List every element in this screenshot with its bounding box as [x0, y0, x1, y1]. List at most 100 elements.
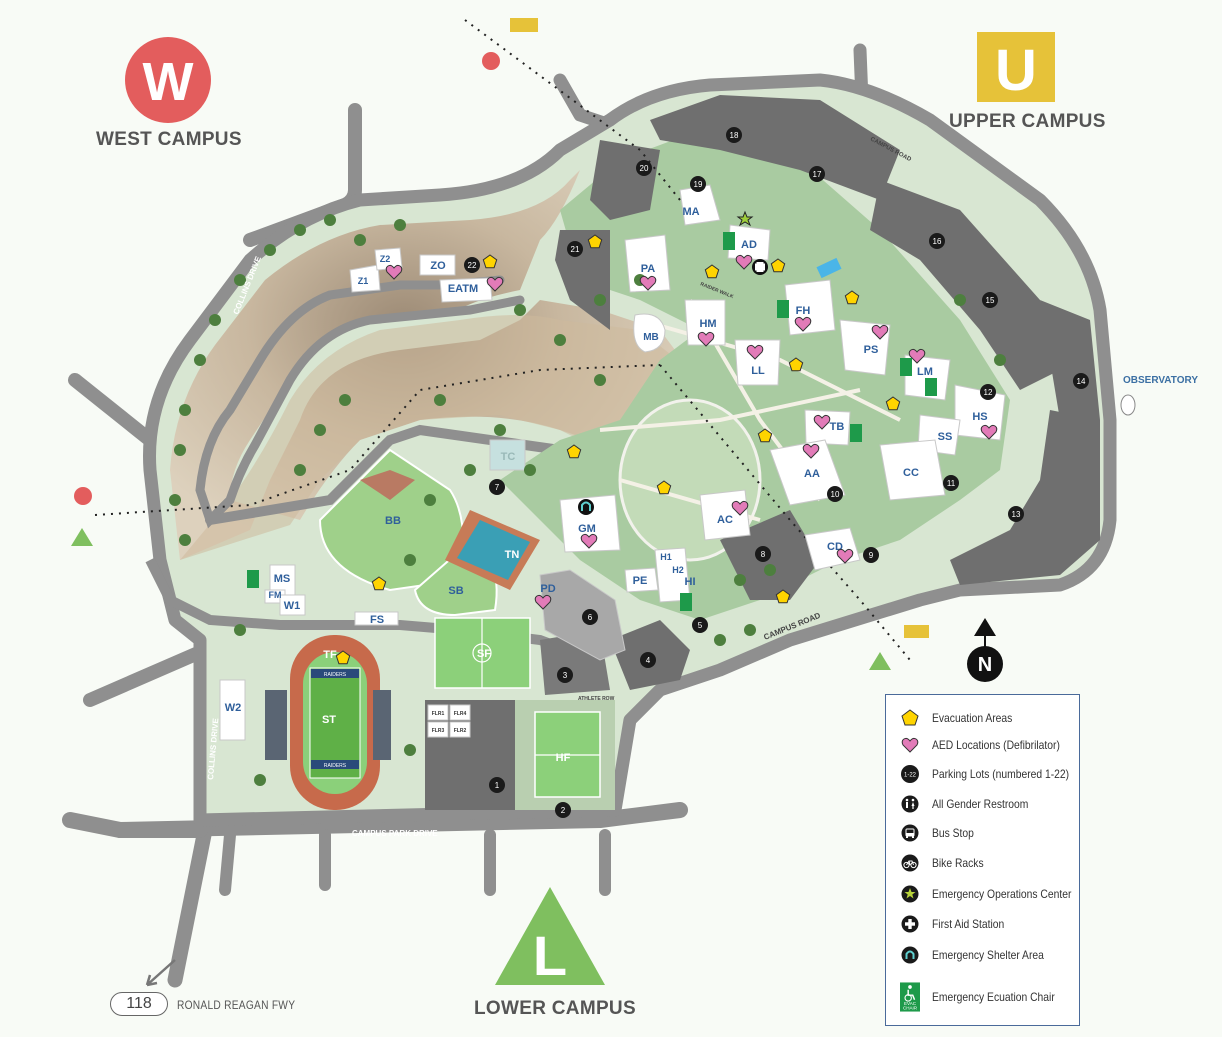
parking-lot-marker[interactable]: 3 [557, 667, 573, 683]
parking-lot-marker[interactable]: 7 [489, 479, 505, 495]
evac-chair-icon[interactable] [900, 358, 912, 376]
parking-lot-marker[interactable]: 1 [489, 777, 505, 793]
aed-icon[interactable] [813, 414, 831, 430]
building-label-fh[interactable]: FH [796, 305, 811, 317]
evac-chair-icon[interactable] [850, 424, 862, 442]
parking-lot-marker[interactable]: 22 [464, 257, 480, 273]
aed-icon[interactable] [697, 331, 715, 347]
building-label-ps[interactable]: PS [864, 344, 879, 356]
parking-lot-marker[interactable]: 16 [929, 233, 945, 249]
first-aid-icon[interactable] [752, 259, 768, 275]
parking-lot-marker[interactable]: 18 [726, 127, 742, 143]
building-label-hm[interactable]: HM [699, 318, 716, 330]
aed-icon[interactable] [731, 500, 749, 516]
building-label-flr2[interactable]: FLR2 [454, 728, 467, 734]
evacuation-area-icon[interactable] [757, 428, 773, 443]
building-label-z1[interactable]: Z1 [358, 276, 369, 286]
evacuation-area-icon[interactable] [844, 290, 860, 305]
parking-lot-marker[interactable]: 19 [690, 176, 706, 192]
building-label-flr1[interactable]: FLR1 [432, 711, 445, 717]
parking-lot-marker[interactable]: 6 [582, 609, 598, 625]
aed-icon[interactable] [802, 443, 820, 459]
building-label-h1[interactable]: H1 [660, 552, 672, 562]
building-label-tf[interactable]: TF [323, 649, 337, 661]
building-label-ad[interactable]: AD [741, 239, 757, 251]
building-label-ll[interactable]: LL [751, 365, 765, 377]
parking-lot-marker[interactable]: 2 [555, 802, 571, 818]
building-label-pe[interactable]: PE [633, 575, 648, 587]
parking-lot-marker[interactable]: 15 [982, 292, 998, 308]
building-label-sf[interactable]: SF [477, 648, 491, 660]
building-label-z2[interactable]: Z2 [380, 254, 391, 264]
evac-chair-icon[interactable] [925, 378, 937, 396]
building-label-w2[interactable]: W2 [225, 702, 242, 714]
building-label-pd[interactable]: PD [540, 583, 555, 595]
evacuation-area-icon[interactable] [566, 444, 582, 459]
parking-lot-marker[interactable]: 5 [692, 617, 708, 633]
building-label-pa[interactable]: PA [641, 263, 656, 275]
aed-icon[interactable] [385, 264, 403, 280]
evac-chair-icon[interactable] [777, 300, 789, 318]
aed-icon[interactable] [580, 533, 598, 549]
evacuation-area-icon[interactable] [587, 234, 603, 249]
aed-icon[interactable] [871, 324, 889, 340]
building-label-ss[interactable]: SS [938, 431, 953, 443]
building-label-st[interactable]: ST [322, 714, 336, 726]
building-label-sb[interactable]: SB [448, 585, 463, 597]
building-label-cc[interactable]: CC [903, 467, 919, 479]
building-label-ms[interactable]: MS [274, 573, 291, 585]
parking-lot-marker[interactable]: 8 [755, 546, 771, 562]
aed-icon[interactable] [794, 316, 812, 332]
eoc-icon[interactable] [736, 210, 754, 227]
building-label-bb[interactable]: BB [385, 515, 401, 527]
evac-chair-icon[interactable] [680, 593, 692, 611]
building-label-ac[interactable]: AC [717, 514, 733, 526]
building-label-ma[interactable]: MA [682, 206, 699, 218]
building-label-zo[interactable]: ZO [430, 260, 446, 272]
shelter-icon[interactable] [578, 499, 594, 515]
parking-lot-marker[interactable]: 17 [809, 166, 825, 182]
parking-lot-marker[interactable]: 4 [640, 652, 656, 668]
building-label-mb[interactable]: MB [643, 332, 659, 343]
building-label-flr3[interactable]: FLR3 [432, 728, 445, 734]
parking-lot-marker[interactable]: 9 [863, 547, 879, 563]
aed-icon[interactable] [836, 548, 854, 564]
parking-lot-marker[interactable]: 10 [827, 486, 843, 502]
building-label-tc[interactable]: TC [501, 451, 516, 463]
building-label-eatm[interactable]: EATM [448, 283, 478, 295]
building-label-fs[interactable]: FS [370, 614, 384, 626]
evacuation-area-icon[interactable] [482, 254, 498, 269]
aed-icon[interactable] [735, 254, 753, 270]
parking-lot-marker[interactable]: 11 [943, 475, 959, 491]
evac-chair-icon[interactable] [247, 570, 259, 588]
evacuation-area-icon[interactable] [335, 650, 351, 665]
building-label-w1[interactable]: W1 [284, 600, 301, 612]
parking-lot-marker[interactable]: 12 [980, 384, 996, 400]
aed-icon[interactable] [980, 424, 998, 440]
building-label-fm[interactable]: FM [269, 590, 282, 600]
building-label-tb[interactable]: TB [830, 421, 845, 433]
building-label-hs[interactable]: HS [972, 411, 987, 423]
aed-icon[interactable] [486, 276, 504, 292]
evacuation-area-icon[interactable] [775, 589, 791, 604]
parking-lot-marker[interactable]: 21 [567, 241, 583, 257]
evacuation-area-icon[interactable] [704, 264, 720, 279]
aed-icon[interactable] [534, 594, 552, 610]
parking-lot-marker[interactable]: 13 [1008, 506, 1024, 522]
building-label-hf[interactable]: HF [556, 752, 571, 764]
evacuation-area-icon[interactable] [371, 576, 387, 591]
building-label-gm[interactable]: GM [578, 523, 596, 535]
building-label-hi[interactable]: HI [685, 576, 696, 588]
building-label-aa[interactable]: AA [804, 468, 820, 480]
aed-icon[interactable] [908, 348, 926, 364]
parking-lot-marker[interactable]: 14 [1073, 373, 1089, 389]
evacuation-area-icon[interactable] [770, 258, 786, 273]
evacuation-area-icon[interactable] [885, 396, 901, 411]
evacuation-area-icon[interactable] [788, 357, 804, 372]
aed-icon[interactable] [639, 275, 657, 291]
evac-chair-icon[interactable] [723, 232, 735, 250]
building-label-h2[interactable]: H2 [672, 565, 684, 575]
building-label-lm[interactable]: LM [917, 366, 933, 378]
evacuation-area-icon[interactable] [656, 480, 672, 495]
building-label-flr4[interactable]: FLR4 [454, 711, 467, 717]
